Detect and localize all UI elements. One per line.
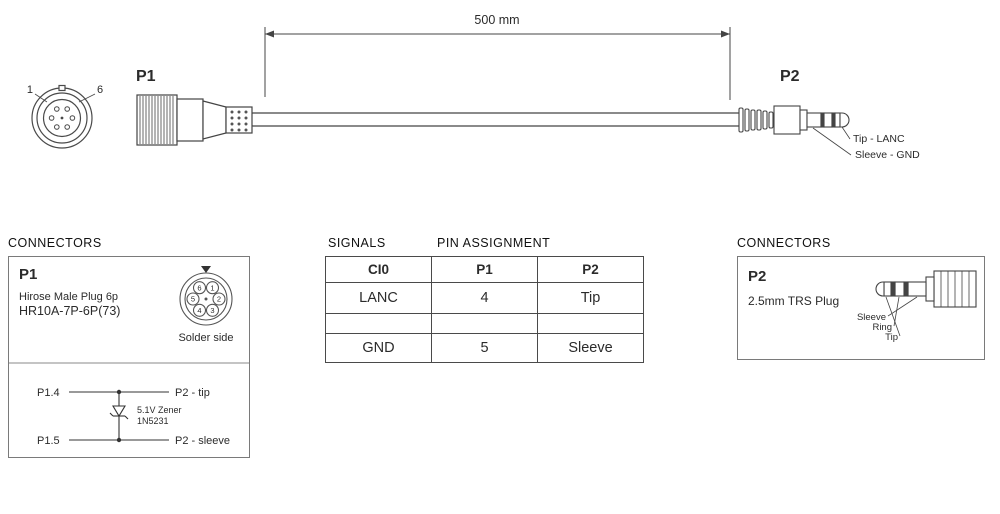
dimension-arrow-right <box>721 30 730 38</box>
header-p2-col: P2 <box>537 256 644 283</box>
trs-sleeve-label: Sleeve <box>857 312 886 323</box>
orientation-marker <box>201 266 211 273</box>
header-p1-col: P1 <box>431 256 538 283</box>
svg-text:6: 6 <box>197 283 201 292</box>
p1-panel-subtitle: Hirose Male Plug 6p <box>19 291 118 303</box>
p2-panel-subtitle: 2.5mm TRS Plug <box>748 294 839 308</box>
face-pin6-label: 6 <box>97 84 103 96</box>
header-signal-col: CI0 <box>325 256 432 283</box>
svg-text:4: 4 <box>197 306 201 315</box>
p1-panel-title: P1 <box>19 266 37 283</box>
trs-plug-drawing <box>875 270 977 337</box>
cell-p2-pin: Sleeve <box>537 333 644 363</box>
pin-assignment-table: CI0 P1 P2 LANC 4 Tip GND 5 Sleeve <box>325 256 644 363</box>
schematic-p14-label: P1.4 <box>37 387 60 399</box>
dimension-arrow-left <box>265 30 274 38</box>
trs-ring-label: Ring <box>872 322 892 333</box>
p2-connector-panel: P2 2.5mm TRS Plug Sleeve Ring Tip <box>737 256 985 360</box>
zener-schematic <box>69 389 169 443</box>
cell-p2-pin <box>537 313 644 334</box>
face-pin1-label: 1 <box>27 84 33 96</box>
p2-label: P2 <box>780 68 800 85</box>
cell-p1-pin: 5 <box>431 333 538 363</box>
cell-p1-pin <box>431 313 538 334</box>
p1-face-pins <box>48 106 76 130</box>
p1-face-view <box>31 84 96 149</box>
p2-panel-drawing: P2 2.5mm TRS Plug Sleeve Ring Tip <box>748 268 977 343</box>
p2-plug-drawing <box>738 105 852 156</box>
p1-plug-vent-dots <box>230 110 248 132</box>
cell-signal <box>325 313 432 334</box>
svg-text:2: 2 <box>217 295 221 304</box>
p1-pin-numbers: 6 1 5 2 4 3 <box>191 283 221 315</box>
dimension-500mm <box>264 27 731 100</box>
pin-assignment-heading: PIN ASSIGNMENT <box>437 236 551 250</box>
schematic-p2tip-label: P2 - tip <box>175 387 210 399</box>
solder-side-label: Solder side <box>178 332 233 344</box>
p1-connector-panel: P1 Hirose Male Plug 6p HR10A-7P-6P(73) <box>8 256 250 458</box>
p1-part-number: HR10A-7P-6P(73) <box>19 304 120 318</box>
cable-assembly-drawing: 500 mm 1 6 P1 <box>27 13 920 161</box>
zener-diode-symbol <box>112 405 126 418</box>
schematic-p15-label: P1.5 <box>37 435 60 447</box>
p1-plug-drawing <box>136 94 253 146</box>
svg-text:1: 1 <box>210 283 214 292</box>
tip-annotation: Tip - LANC <box>853 133 905 145</box>
sleeve-annotation: Sleeve - GND <box>855 149 920 161</box>
p1-solder-side-diagram <box>179 266 233 326</box>
table-header-row: CI0 P1 P2 <box>325 256 644 283</box>
connectors-left-heading: CONNECTORS <box>8 236 102 250</box>
zener-part-label: 1N5231 <box>137 416 169 426</box>
p2-panel-title: P2 <box>748 268 766 285</box>
cell-p2-pin: Tip <box>537 282 644 314</box>
zener-value-label: 5.1V Zener <box>137 405 182 415</box>
signals-heading: SIGNALS <box>328 236 386 250</box>
cell-signal: LANC <box>325 282 432 314</box>
p1-label: P1 <box>136 68 156 85</box>
svg-text:5: 5 <box>191 295 195 304</box>
cell-signal: GND <box>325 333 432 363</box>
dimension-label: 500 mm <box>474 13 519 27</box>
cell-p1-pin: 4 <box>431 282 538 314</box>
schematic-p2sleeve-label: P2 - sleeve <box>175 435 230 447</box>
connectors-right-heading: CONNECTORS <box>737 236 831 250</box>
table-row-gnd: GND 5 Sleeve <box>325 333 644 363</box>
table-row-lanc: LANC 4 Tip <box>325 282 644 314</box>
table-row-spacer <box>325 313 644 334</box>
svg-text:3: 3 <box>210 306 214 315</box>
trs-tip-label: Tip <box>885 332 898 343</box>
cable-body <box>249 112 743 127</box>
p1-panel-drawing: P1 Hirose Male Plug 6p HR10A-7P-6P(73) <box>9 266 249 447</box>
